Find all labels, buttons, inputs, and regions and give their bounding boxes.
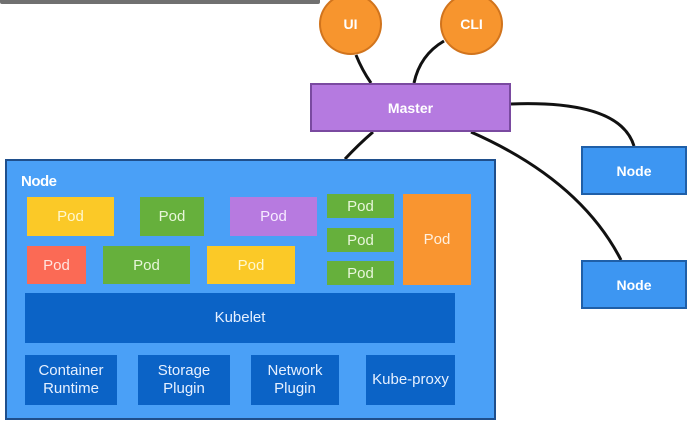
pod: Pod	[327, 194, 394, 218]
remote-node-1-label: Node	[616, 162, 652, 179]
pod: Pod	[207, 246, 295, 284]
remote-node-1: Node	[581, 146, 687, 195]
node-main-label: Node	[21, 173, 57, 190]
cli-client-circle: CLI	[440, 0, 503, 55]
component-line2: Plugin	[163, 380, 205, 397]
network-plugin-box: Network Plugin	[251, 355, 339, 405]
ui-label: UI	[343, 16, 358, 32]
master-box: Master	[310, 83, 511, 132]
kube-proxy-box: Kube-proxy	[366, 355, 455, 405]
component-line1: Storage	[157, 362, 211, 379]
remote-node-2: Node	[581, 260, 687, 309]
connector-ui-master	[354, 54, 373, 84]
component-line1: Kube-proxy	[372, 371, 449, 388]
component-line2: Runtime	[43, 380, 99, 397]
pod: Pod	[327, 228, 394, 252]
component-line1: Network	[267, 362, 323, 379]
pod: Pod	[27, 197, 114, 236]
pod: Pod	[403, 194, 471, 285]
pod: Pod	[327, 261, 394, 285]
connector-cli-master	[412, 39, 445, 84]
connector-master-node-main	[343, 130, 374, 161]
kubelet-box: Kubelet	[25, 293, 455, 343]
pod: Pod	[27, 246, 86, 284]
connector-master-node-1	[510, 102, 636, 147]
component-line1: Container	[38, 362, 104, 379]
connector-master-node-2	[470, 130, 623, 261]
remote-node-2-label: Node	[616, 276, 652, 293]
storage-plugin-box: Storage Plugin	[138, 355, 230, 405]
container-runtime-box: Container Runtime	[25, 355, 117, 405]
ui-client-circle: UI	[319, 0, 382, 55]
pod: Pod	[230, 197, 317, 236]
component-line2: Plugin	[274, 380, 316, 397]
cli-label: CLI	[460, 16, 483, 32]
kubelet-label: Kubelet	[214, 309, 266, 326]
master-label: Master	[387, 99, 434, 116]
clipped-title	[0, 0, 320, 6]
pod: Pod	[103, 246, 190, 284]
pod: Pod	[140, 197, 204, 236]
